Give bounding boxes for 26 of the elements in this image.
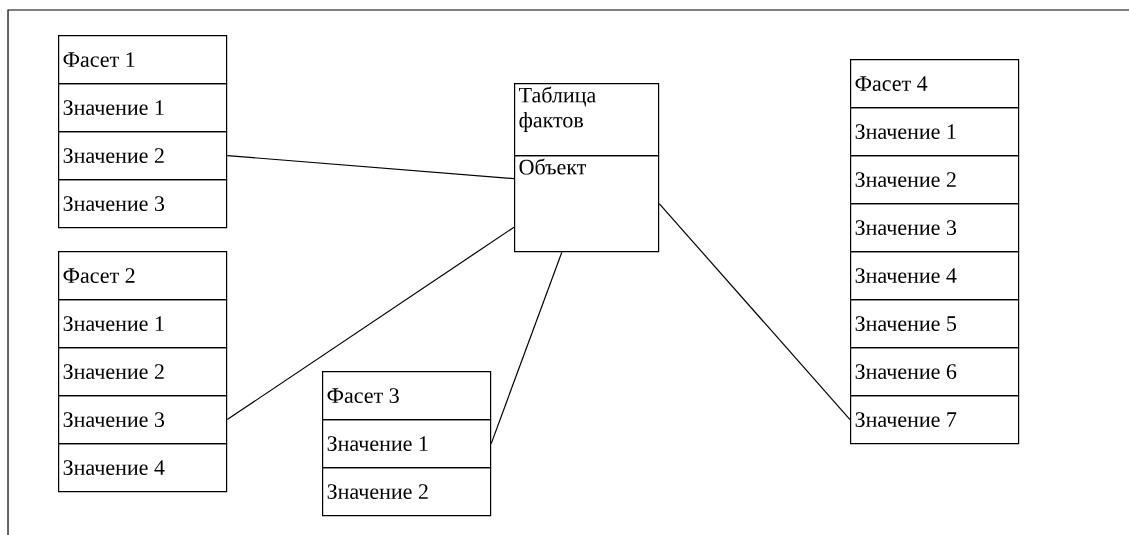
header-cell: Фасет 1	[58, 35, 228, 85]
header-cell: Фасет 3	[322, 371, 492, 421]
header-cell: Фасет 2	[58, 251, 228, 301]
value-cell: Значение 4	[58, 443, 228, 493]
value-cell: Значение 2	[850, 155, 1020, 205]
connector-line	[658, 203, 851, 421]
value-cell: Значение 2	[322, 467, 492, 517]
value-cell: Значение 2	[58, 347, 228, 397]
value-cell: Значение 3	[850, 203, 1020, 253]
value-cell: Значение 2	[58, 131, 228, 181]
value-cell: Значение 5	[850, 299, 1020, 349]
object-cell: Объект	[514, 155, 660, 253]
header-cell: Фасет 4	[850, 59, 1020, 109]
connector-line	[490, 251, 563, 445]
connector-line	[226, 226, 515, 421]
value-cell: Значение 3	[58, 395, 228, 445]
value-cell: Значение 1	[850, 107, 1020, 157]
connector-line	[226, 155, 515, 180]
value-cell: Значение 6	[850, 347, 1020, 397]
value-cell: Значение 1	[322, 419, 492, 469]
header-cell: Таблица фактов	[514, 83, 660, 157]
value-cell: Значение 7	[850, 395, 1020, 445]
value-cell: Значение 4	[850, 251, 1020, 301]
value-cell: Значение 1	[58, 299, 228, 349]
value-cell: Значение 3	[58, 179, 228, 229]
value-cell: Значение 1	[58, 83, 228, 133]
